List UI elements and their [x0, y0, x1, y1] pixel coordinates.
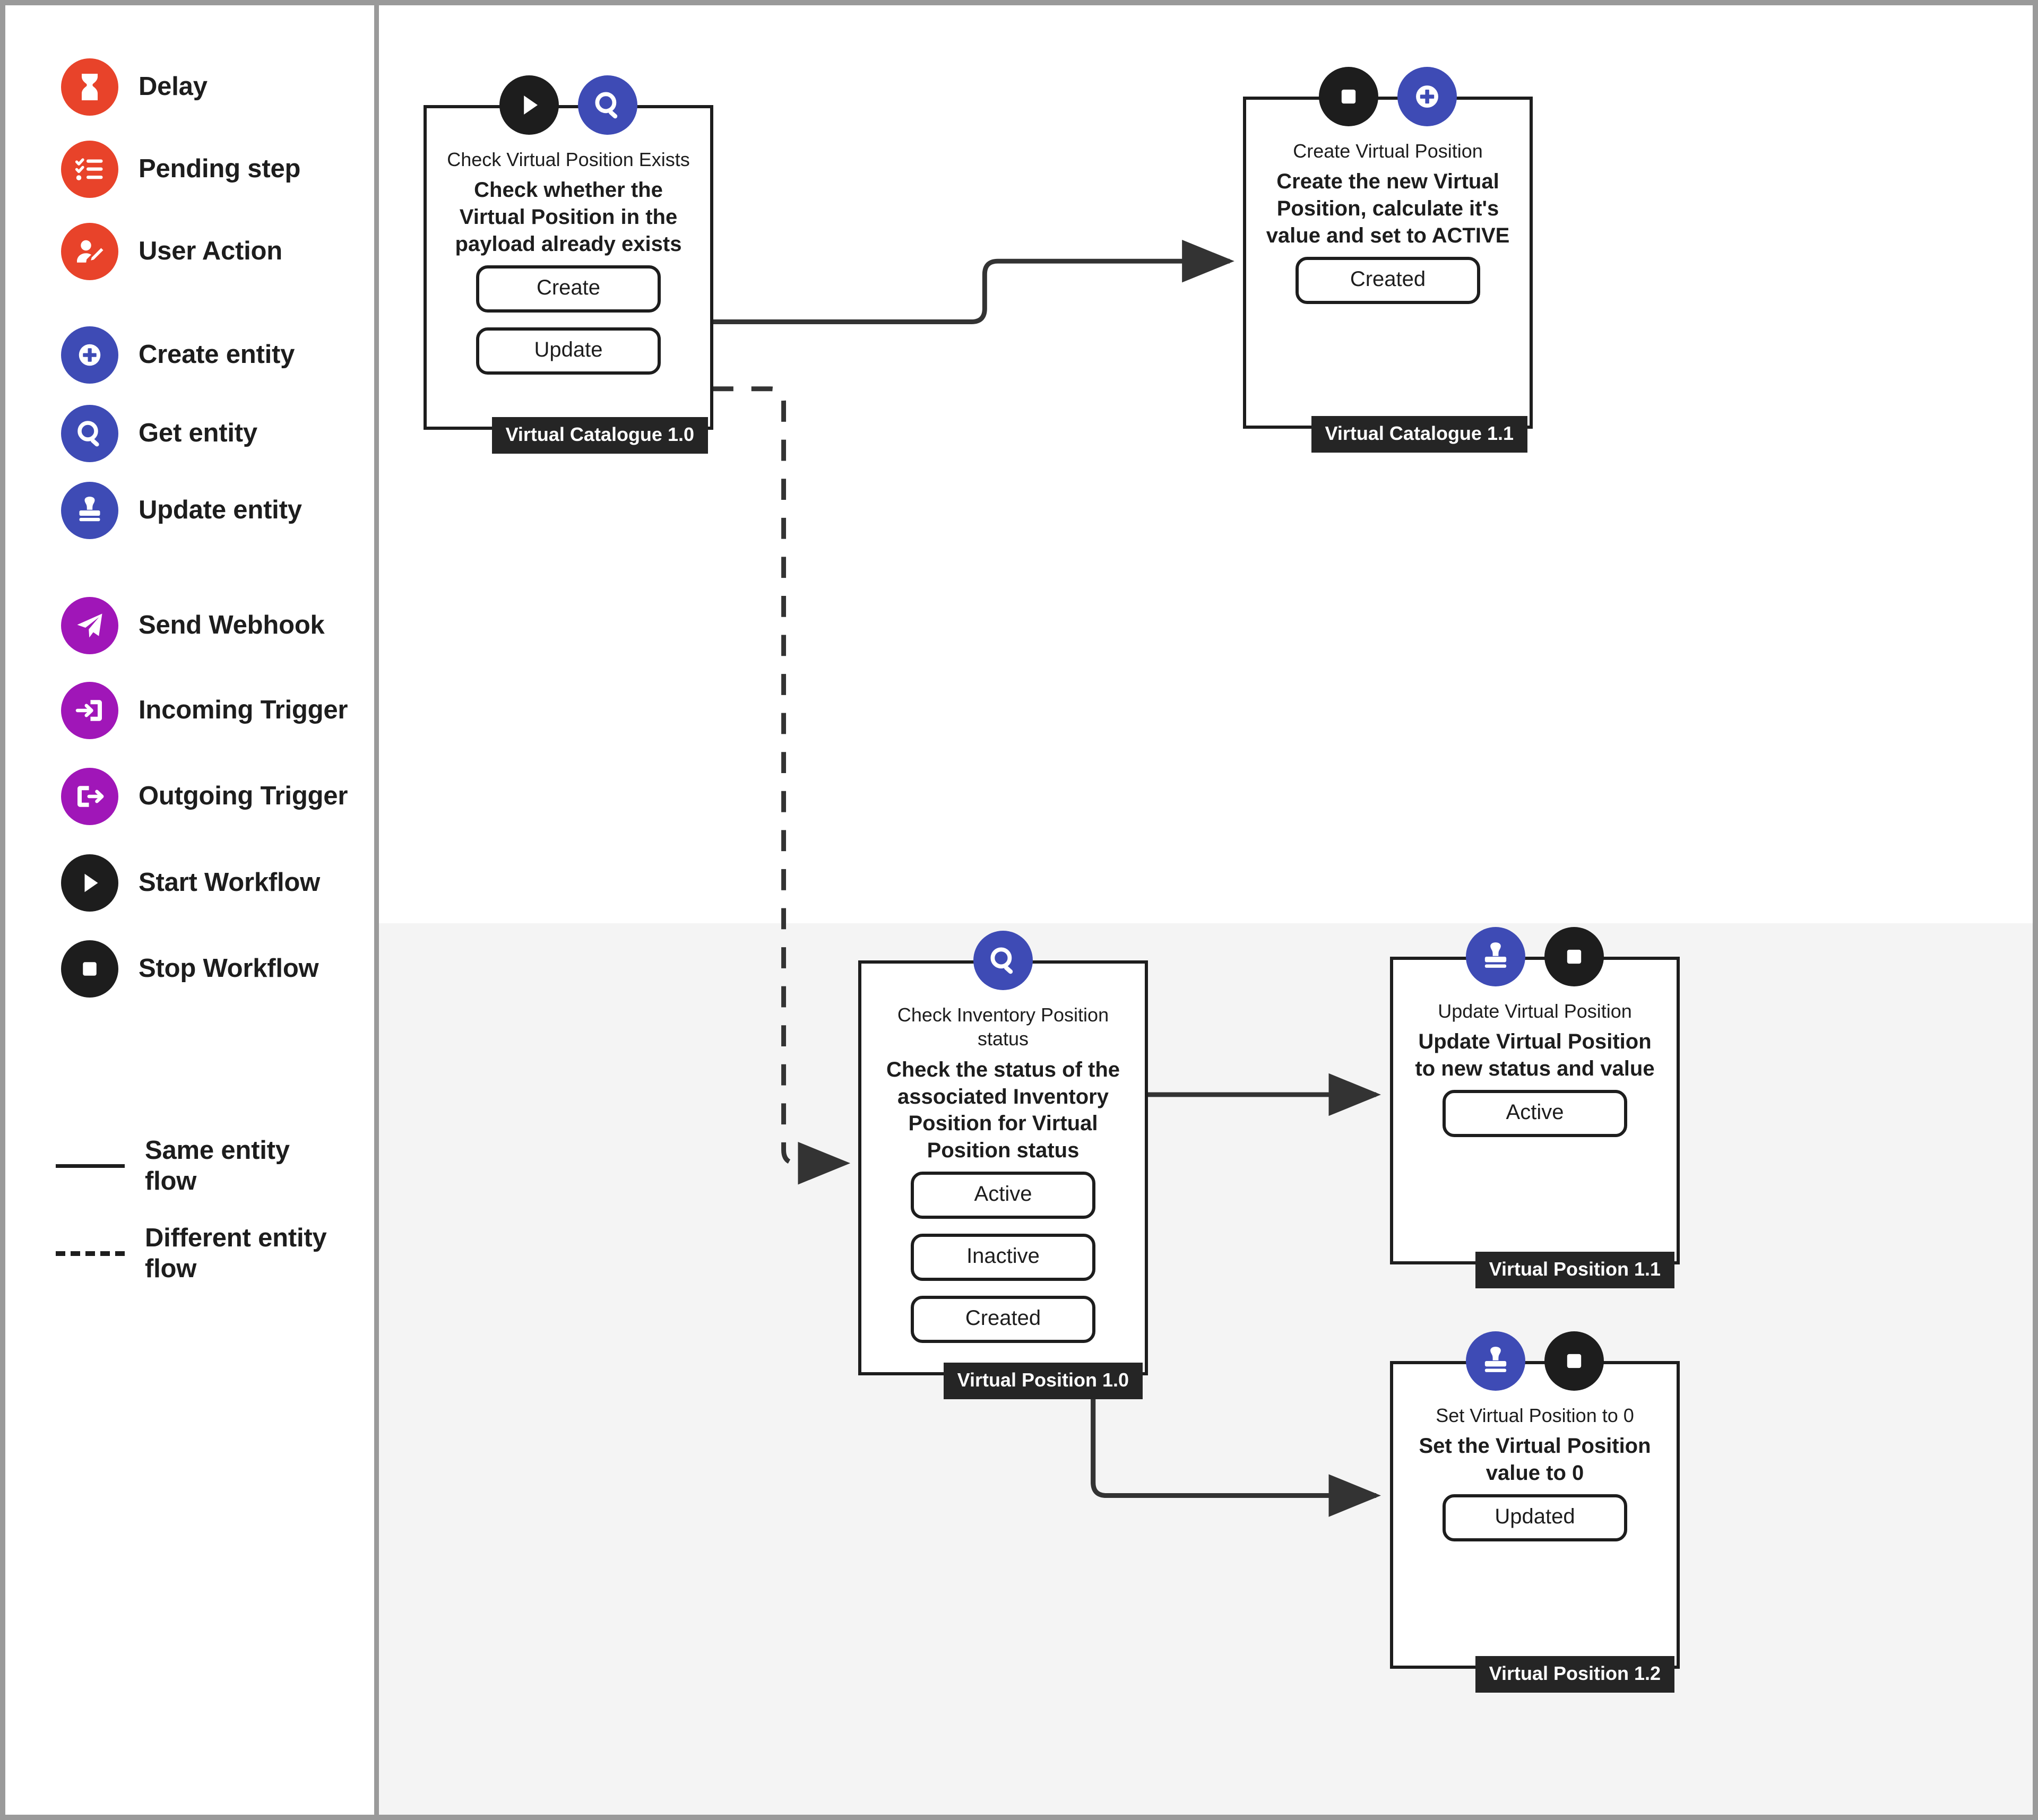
dashed-line-swatch: [56, 1251, 125, 1256]
legend-line-dashed: Different entity flow: [56, 1223, 327, 1285]
arrow-out-of-box-icon: [61, 768, 118, 825]
node-version-tag: Virtual Catalogue 1.0: [491, 417, 708, 454]
legend-divider: [374, 5, 379, 1815]
solid-line-swatch: [56, 1164, 125, 1168]
node-version-tag: Virtual Position 1.1: [1475, 1252, 1674, 1288]
node-outputs: Updated: [1407, 1494, 1663, 1541]
output-chip-created[interactable]: Created: [1296, 256, 1480, 304]
node-set-virtual-position-to-zero[interactable]: Set Virtual Position to 0 Set the Virtual…: [1390, 1361, 1680, 1669]
node-body: Set Virtual Position to 0 Set the Virtual…: [1393, 1364, 1677, 1541]
legend-item-update-entity: Update entity: [61, 482, 302, 539]
node-subtitle: Update Virtual Position: [1438, 1000, 1632, 1022]
legend-item-label: Outgoing Trigger: [139, 782, 348, 811]
stamp-icon: [1466, 927, 1525, 986]
plus-circle-icon: [1397, 67, 1457, 126]
legend-item-label: Delay: [139, 72, 208, 101]
legend-item-label: Stop Workflow: [139, 954, 319, 983]
node-subtitle: Create Virtual Position: [1293, 140, 1483, 162]
magnifier-icon: [973, 931, 1033, 990]
node-version-tag: Virtual Catalogue 1.1: [1311, 416, 1527, 453]
legend-item-label: Pending step: [139, 154, 301, 184]
magnifier-icon: [578, 75, 637, 135]
play-icon: [61, 854, 118, 912]
output-chip-updated[interactable]: Updated: [1443, 1494, 1627, 1541]
output-chip-create[interactable]: Create: [476, 265, 661, 313]
legend-line-label: Same entity flow: [145, 1136, 290, 1195]
arrow-into-box-icon: [61, 682, 118, 739]
output-chip-active[interactable]: Active: [1443, 1089, 1627, 1137]
legend-line-label: Different entity flow: [145, 1224, 327, 1283]
legend-item-label: Send Webhook: [139, 611, 325, 640]
node-outputs: Created: [1260, 256, 1516, 304]
node-title: Check the status of the associated Inven…: [886, 1058, 1120, 1163]
stamp-icon: [1466, 1331, 1525, 1391]
legend-item-send-webhook: Send Webhook: [61, 597, 325, 654]
legend-item-label: Start Workflow: [139, 868, 321, 897]
output-chip-created[interactable]: Created: [911, 1295, 1095, 1343]
legend-item-create-entity: Create entity: [61, 326, 295, 384]
node-header-icons: [1466, 927, 1604, 986]
user-edit-icon: [61, 223, 118, 280]
lower-swimlane-background: [379, 923, 2033, 1815]
node-subtitle: Set Virtual Position to 0: [1436, 1405, 1634, 1426]
legend-item-outgoing-trigger: Outgoing Trigger: [61, 768, 348, 825]
node-outputs: Active: [1407, 1089, 1663, 1137]
magnifier-icon: [61, 405, 118, 462]
stop-icon: [1544, 927, 1604, 986]
legend-item-label: User Action: [139, 237, 282, 266]
play-icon: [499, 75, 559, 135]
connector-create-to-create-virtual-position: [712, 239, 1234, 324]
legend-item-delay: Delay: [61, 58, 208, 116]
node-header-icons: [1466, 1331, 1604, 1391]
node-title: Update Virtual Position to new status an…: [1415, 1030, 1655, 1081]
node-title: Set the Virtual Position value to 0: [1419, 1434, 1651, 1485]
node-header-icons: [499, 75, 637, 135]
legend-item-stop-workflow: Stop Workflow: [61, 940, 319, 998]
node-title: Check whether the Virtual Position in th…: [455, 178, 682, 256]
stop-icon: [1319, 67, 1378, 126]
node-version-tag: Virtual Position 1.0: [943, 1363, 1143, 1399]
legend-item-pending-step: Pending step: [61, 141, 300, 198]
legend-item-label: Update entity: [139, 496, 302, 525]
stop-icon: [1544, 1331, 1604, 1391]
legend-item-label: Get entity: [139, 419, 257, 448]
output-chip-update[interactable]: Update: [476, 327, 661, 375]
node-header-icons: [1319, 67, 1457, 126]
legend-item-label: Incoming Trigger: [139, 696, 348, 725]
legend-line-solid: Same entity flow: [56, 1136, 290, 1197]
plus-circle-icon: [61, 326, 118, 384]
legend-item-user-action: User Action: [61, 223, 282, 280]
stop-icon: [61, 940, 118, 998]
node-subtitle: Check Virtual Position Exists: [447, 149, 690, 170]
stamp-icon: [61, 482, 118, 539]
checklist-icon: [61, 141, 118, 198]
node-header-icons: [973, 931, 1033, 990]
hourglass-icon: [61, 58, 118, 116]
node-version-tag: Virtual Position 1.2: [1475, 1656, 1674, 1693]
legend-item-incoming-trigger: Incoming Trigger: [61, 682, 348, 739]
output-chip-inactive[interactable]: Inactive: [911, 1233, 1095, 1281]
output-chip-active[interactable]: Active: [911, 1171, 1095, 1219]
legend-item-label: Create entity: [139, 340, 295, 369]
legend-item-start-workflow: Start Workflow: [61, 854, 320, 912]
legend-item-get-entity: Get entity: [61, 405, 257, 462]
paper-plane-icon: [61, 597, 118, 654]
node-title: Create the new Virtual Position, calcula…: [1266, 170, 1510, 247]
node-subtitle: Check Inventory Position status: [897, 1004, 1109, 1050]
